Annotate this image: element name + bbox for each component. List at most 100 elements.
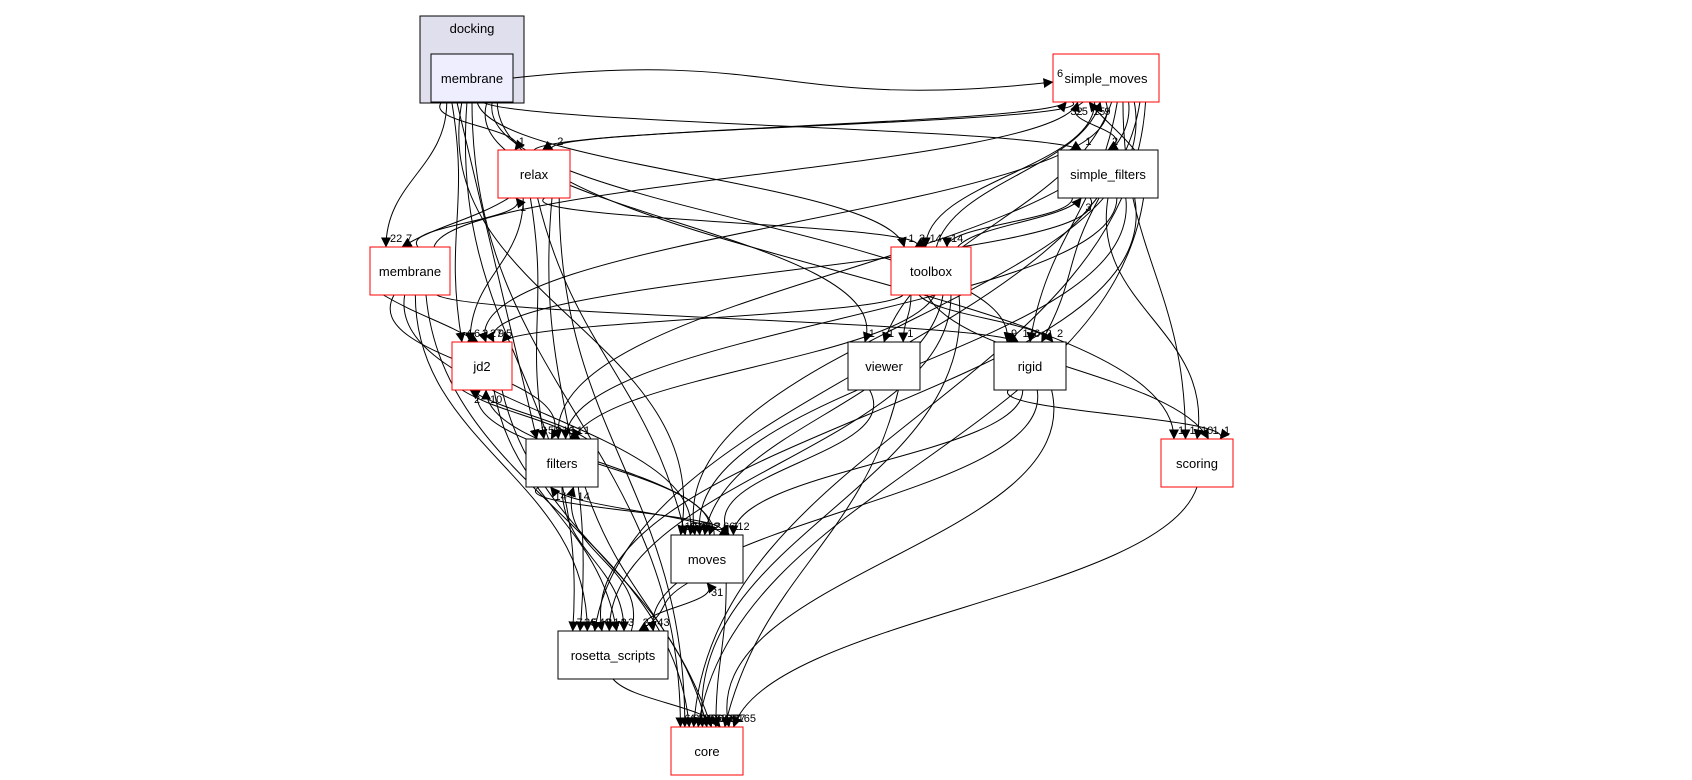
node-rosetta_scripts[interactable]: rosetta_scripts [557, 630, 669, 680]
edge-jd2-to-rosetta_scripts [493, 389, 621, 632]
edge-rigid-to-scoring [1007, 389, 1230, 440]
node-membrane_focus[interactable]: membrane [430, 53, 514, 103]
edge-label-membrane_focus-to-scoring: 1 [1178, 425, 1184, 437]
edge-viewer-to-moves [719, 389, 874, 536]
edge-label-membrane2-to-relax: 1 [520, 202, 526, 214]
node-relax[interactable]: relax [497, 149, 571, 199]
edge-membrane_focus-to-viewer [484, 101, 873, 343]
edge-label-membrane_focus-to-jd2: 4 [466, 328, 472, 340]
edge-simple_moves-to-simple_filters [1074, 101, 1119, 151]
node-rigid[interactable]: rigid [993, 341, 1067, 391]
node-box[interactable] [369, 246, 451, 296]
edge-label-simple_filters-to-rosetta_scripts: 8 [606, 617, 612, 629]
edge-label-membrane_focus-to-rigid: 9 [1011, 328, 1017, 340]
edge-label-membrane_focus-to-viewer: 1 [869, 328, 875, 340]
edge-label-membrane2-to-filters: 8 [555, 425, 561, 437]
edge-label-simple_moves-to-rosetta_scripts: 40 [599, 617, 611, 629]
node-simple_filters[interactable]: simple_filters [1057, 149, 1159, 199]
edge-toolbox-to-core [696, 294, 961, 728]
node-jd2[interactable]: jd2 [451, 341, 513, 391]
node-label: toolbox [910, 264, 952, 279]
edge-label-simple_moves-to-jd2: 27 [490, 328, 502, 340]
node-viewer[interactable]: viewer [847, 341, 921, 391]
edge-label-rosetta_scripts-to-moves: 31 [711, 587, 723, 599]
node-label: simple_moves [1064, 71, 1148, 86]
node-box[interactable] [1052, 53, 1160, 103]
edge-label-simple_moves-to-simple_filters: 2 [1112, 136, 1118, 148]
node-label: moves [688, 552, 727, 567]
edge-label-simple_filters-to-core: 128 [702, 713, 720, 725]
node-membrane2[interactable]: membrane [369, 246, 451, 296]
edge-membrane2-to-rosetta_scripts [414, 294, 593, 632]
edge-moves-to-core [710, 582, 727, 728]
node-label: scoring [1176, 456, 1218, 471]
edge-label-toolbox-to-simple_moves: 9 [1104, 106, 1110, 118]
edge-membrane_focus-to-toolbox [476, 101, 907, 248]
edge-membrane_focus-to-simple_filters [481, 101, 1082, 151]
edge-filters-to-core [584, 486, 714, 728]
node-box[interactable] [525, 438, 599, 488]
edge-membrane2-to-jd2 [383, 294, 479, 343]
node-box[interactable] [993, 341, 1067, 391]
node-label: rosetta_scripts [571, 648, 656, 663]
edge-label-relax-to-toolbox: 3 [919, 233, 925, 245]
edge-label-moves-to-rosetta_scripts: 2 [643, 617, 649, 629]
node-box[interactable] [670, 534, 744, 584]
node-toolbox[interactable]: toolbox [890, 246, 972, 296]
edge-membrane_focus-to-simple_moves [512, 69, 1054, 91]
node-box[interactable] [847, 341, 921, 391]
node-box[interactable] [670, 726, 744, 776]
node-filters[interactable]: filters [525, 438, 599, 488]
node-box[interactable] [430, 53, 514, 103]
edge-relax-to-toolbox [542, 197, 926, 248]
edge-label-rosetta_scripts-to-core: 68 [724, 713, 736, 725]
edge-membrane2-to-relax [415, 197, 526, 248]
edge-label-filters-to-rosetta_scripts: 3 [628, 617, 634, 629]
edge-label-simple_filters-to-rigid: 2 [1046, 328, 1052, 340]
edge-toolbox-to-simple_filters [957, 197, 1082, 248]
node-box[interactable] [451, 341, 513, 391]
edge-label-toolbox-to-rigid: 2 [1057, 328, 1063, 340]
edge-simple_filters-to-scoring [1105, 197, 1204, 440]
node-core[interactable]: core [670, 726, 744, 776]
edge-label-jd2-to-filters: 1 [584, 425, 590, 437]
edge-label-toolbox-to-simple_filters: 3 [1085, 202, 1091, 214]
node-box[interactable] [1160, 438, 1234, 488]
edge-label-simple_filters-to-moves: 9 [704, 521, 710, 533]
edge-simple_filters-to-toolbox [942, 197, 1073, 248]
edge-label-membrane_focus-to-membrane2: 22 [390, 233, 402, 245]
node-moves[interactable]: moves [670, 534, 744, 584]
edge-label-simple_moves-to-toolbox: 14 [930, 233, 942, 245]
edge-toolbox-to-jd2 [501, 294, 904, 343]
edge-label-toolbox-to-viewer: 1 [907, 328, 913, 340]
edge-membrane_focus-to-membrane2 [381, 101, 448, 248]
edge-label-membrane2-to-rosetta_scripts: 5 [591, 617, 597, 629]
edge-membrane_focus-to-rosetta_scripts [464, 101, 579, 632]
edge-rigid-to-core [722, 389, 1055, 728]
node-box[interactable] [557, 630, 669, 680]
edge-label-moves-to-filters: 14 [554, 491, 566, 503]
node-scoring[interactable]: scoring [1160, 438, 1234, 488]
edge-label-simple_moves-to-viewer: 1 [888, 328, 894, 340]
node-simple_moves[interactable]: simple_moves [1052, 53, 1160, 103]
edge-label-membrane2-to-simple_moves: 5 [1082, 106, 1088, 118]
node-label: rigid [1018, 359, 1043, 374]
node-label: viewer [865, 359, 903, 374]
edge-membrane2-to-core [425, 294, 694, 728]
edge-label-toolbox-to-moves: 12 [709, 521, 721, 533]
edge-rosetta_scripts-to-moves [643, 582, 717, 632]
edge-label-simple_moves-to-relax: 2 [557, 136, 563, 148]
edge-label-membrane_focus-to-filters: 3 [541, 425, 547, 437]
edge-label-membrane_focus-to-core: 6 [684, 713, 690, 725]
node-box[interactable] [1057, 149, 1159, 199]
edge-rosetta_scripts-to-core [612, 678, 721, 728]
edge-label-jd2-to-rosetta_scripts: 3 [621, 617, 627, 629]
node-box[interactable] [497, 149, 571, 199]
edge-label-toolbox-to-filters: 1 [577, 425, 583, 437]
node-box[interactable] [890, 246, 972, 296]
edge-label-rigid-to-moves: 12 [737, 521, 749, 533]
edge-filters-to-rosetta_scripts [561, 486, 629, 632]
